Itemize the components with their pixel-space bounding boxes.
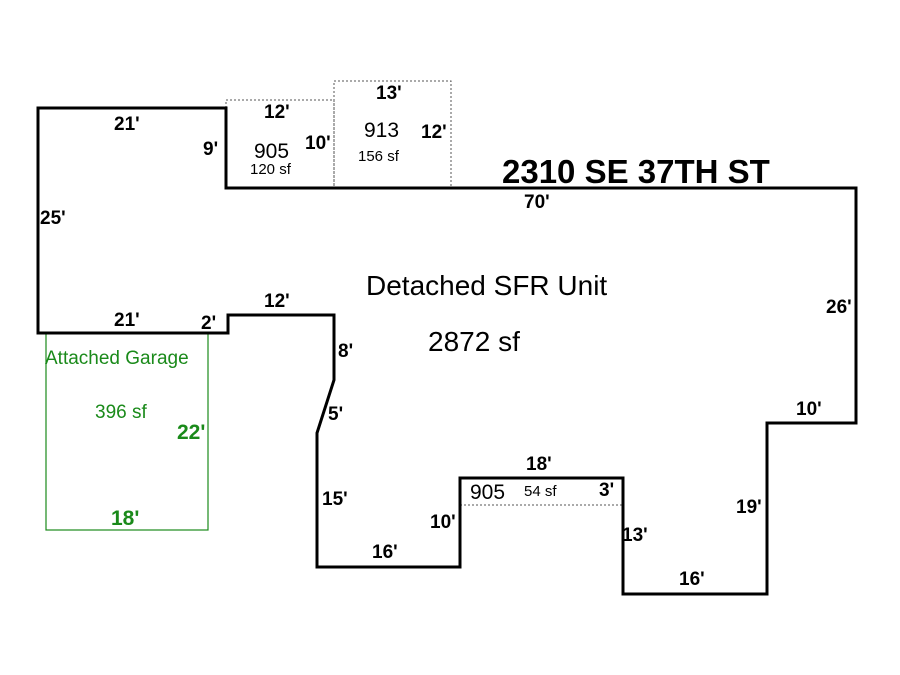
dim-right-lower: 19' <box>736 497 762 518</box>
dim-right-step: 10' <box>796 399 822 420</box>
addition-913-code: 913 <box>364 119 400 142</box>
addition-905b-code: 905 <box>470 481 506 504</box>
dim-lower-left: 15' <box>322 489 348 510</box>
dim-inner-vertical: 8' <box>338 341 354 362</box>
dim-bottom-of-left: 21' <box>114 310 140 331</box>
dim-right: 26' <box>826 297 852 318</box>
garage-label: Attached Garage <box>45 348 189 369</box>
addition-905-width: 12' <box>264 102 290 123</box>
addition-905-area: 120 sf <box>250 161 291 178</box>
dim-inner-top: 12' <box>264 291 290 312</box>
dim-diagonal: 5' <box>328 404 344 425</box>
main-unit-outline <box>36 106 858 596</box>
dim-bottom-right: 16' <box>679 569 705 590</box>
addition-905-depth: 10' <box>305 133 331 154</box>
dim-notch-top: 18' <box>526 454 552 475</box>
dim-small-step: 2' <box>201 313 217 334</box>
addition-913-depth: 12' <box>421 122 447 143</box>
dim-notch-right: 13' <box>622 525 648 546</box>
dim-notch-left: 10' <box>430 512 456 533</box>
addition-913-width: 13' <box>376 83 402 104</box>
dim-bottom-left: 16' <box>372 542 398 563</box>
main-unit-area: 2872 sf <box>428 326 520 357</box>
main-unit-label: Detached SFR Unit <box>366 270 608 301</box>
addition-905-code: 905 <box>254 140 290 163</box>
dim-top-left: 21' <box>114 114 140 135</box>
property-address: 2310 SE 37TH ST <box>502 153 770 190</box>
addition-913-area: 156 sf <box>358 148 399 165</box>
garage-depth: 22' <box>177 421 206 444</box>
dim-left: 25' <box>40 208 66 229</box>
garage-width: 18' <box>111 507 140 530</box>
dim-step-inner: 9' <box>203 139 219 160</box>
addition-905b-area: 54 sf <box>524 483 557 500</box>
garage-area: 396 sf <box>95 402 147 423</box>
dim-top-right: 70' <box>524 192 550 213</box>
addition-905b-depth: 3' <box>599 480 615 501</box>
